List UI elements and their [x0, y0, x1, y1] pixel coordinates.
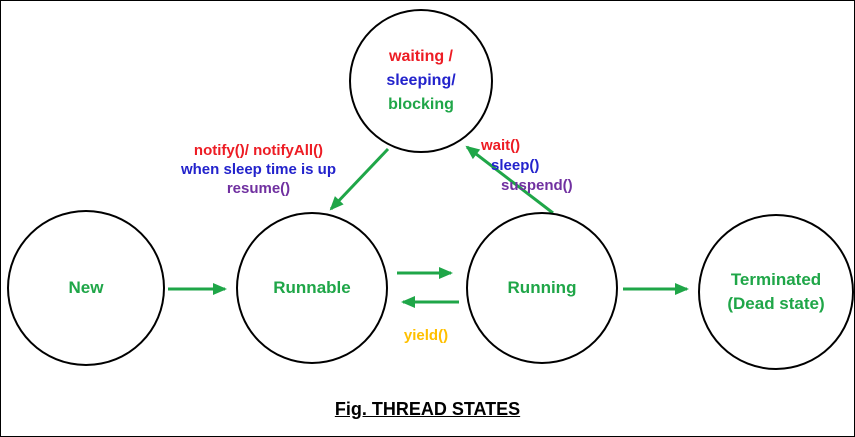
running-to-waiting-labels: wait() sleep() suspend() — [481, 136, 573, 196]
sleep-label: sleep() — [491, 157, 540, 174]
state-waiting-label-line1: waiting / — [389, 48, 453, 65]
state-runnable: Runnable — [236, 212, 388, 364]
sleep-up-label: when sleep time is up — [180, 161, 337, 178]
resume-label: resume() — [226, 180, 291, 197]
figure-title: Fig. THREAD STATES — [334, 399, 521, 419]
yield-label: yield() — [403, 327, 449, 344]
state-waiting-sleeping-blocking: waiting / sleeping/ blocking — [349, 9, 493, 153]
state-waiting-label-line3: blocking — [388, 96, 454, 113]
waiting-to-runnable-labels: notify()/ notifyAll() when sleep time is… — [151, 141, 366, 198]
suspend-label: suspend() — [501, 177, 573, 194]
notify-label: notify()/ notifyAll() — [193, 142, 324, 159]
state-terminated-label-line2: (Dead state) — [727, 294, 825, 313]
state-running: Running — [466, 212, 618, 364]
state-new-label: New — [68, 278, 104, 297]
state-waiting-label-line2: sleeping/ — [386, 72, 456, 89]
wait-label: wait() — [481, 137, 521, 154]
state-new: New — [7, 210, 165, 366]
state-terminated: Terminated (Dead state) — [698, 214, 854, 370]
state-runnable-label: Runnable — [273, 278, 351, 297]
state-running-label: Running — [507, 278, 577, 297]
state-terminated-label-line1: Terminated — [730, 270, 822, 289]
